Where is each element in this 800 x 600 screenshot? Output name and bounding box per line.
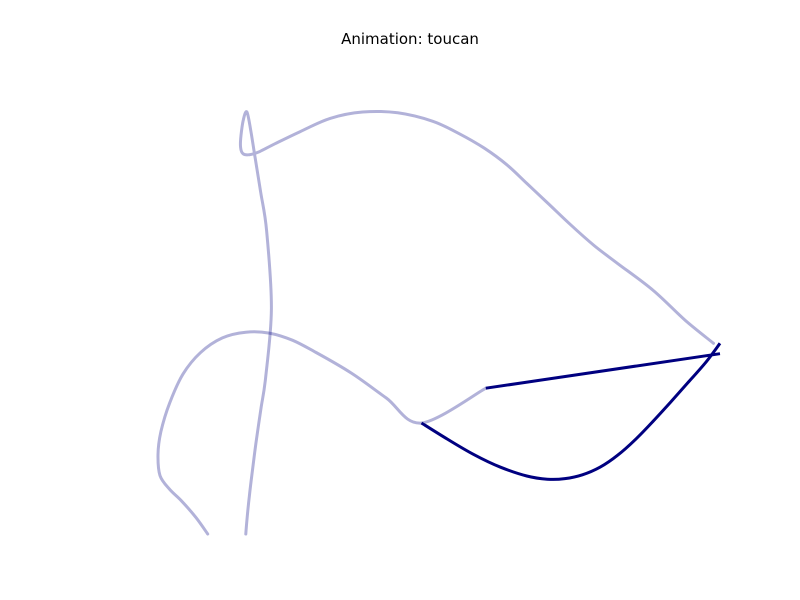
trail-segment-1: [156, 330, 488, 536]
active-segment-3: [420, 342, 722, 481]
chart-title: Animation: toucan: [341, 30, 479, 48]
plot-area: [156, 109, 722, 536]
trail-segment-0: [238, 109, 715, 536]
active-segment-2: [485, 352, 721, 390]
